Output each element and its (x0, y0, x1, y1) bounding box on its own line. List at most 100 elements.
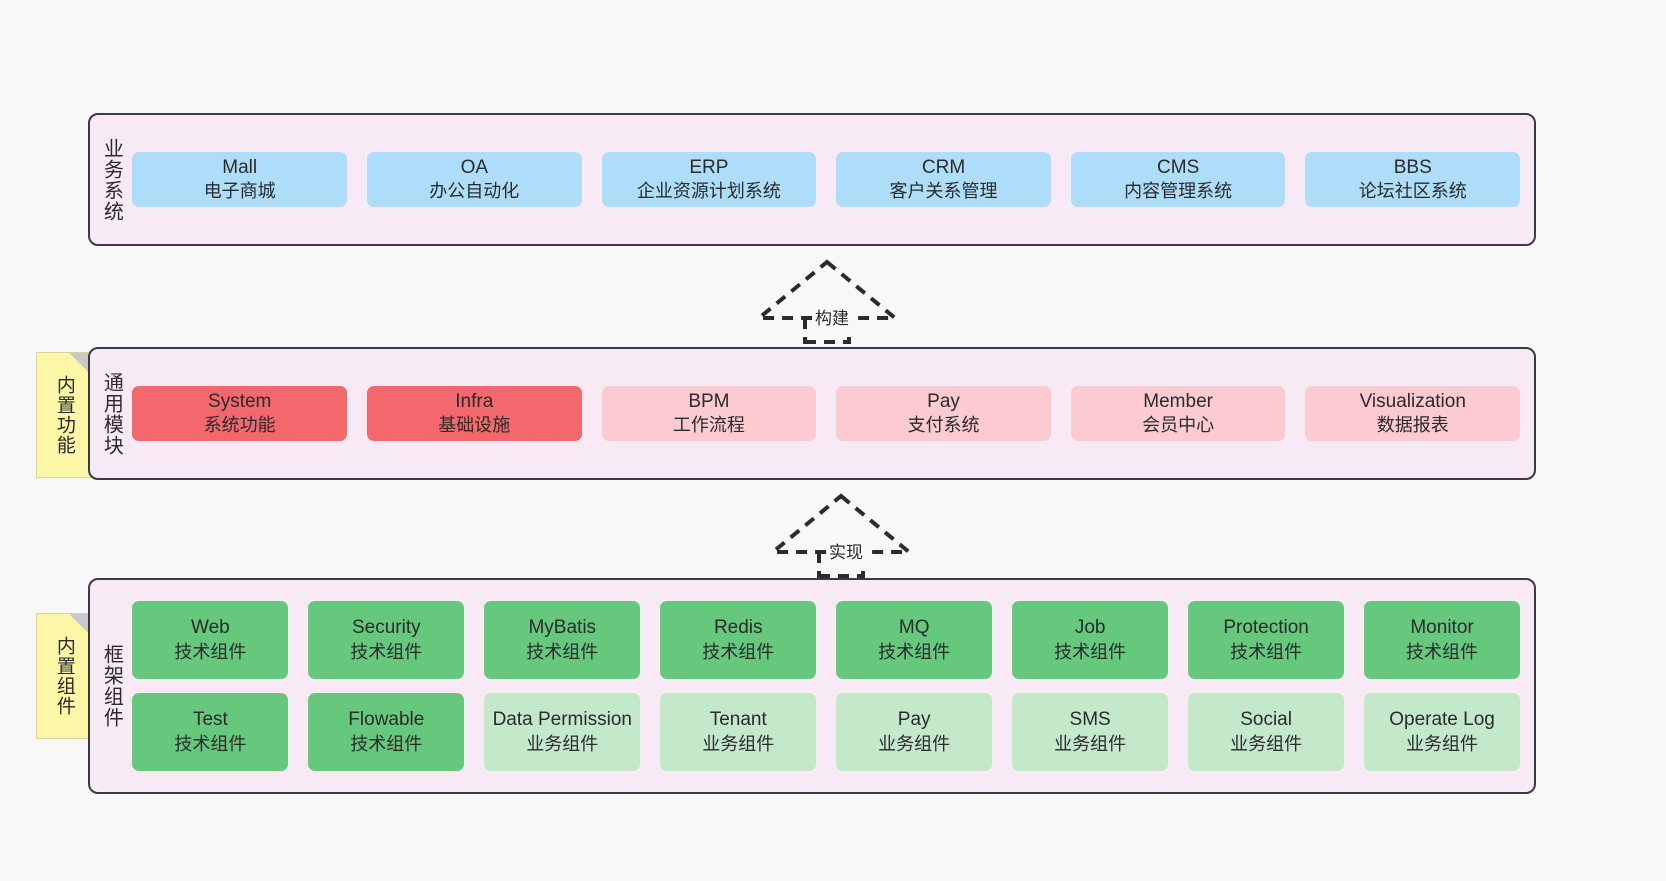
card-system[interactable]: System 系统功能 (132, 385, 347, 442)
card-social[interactable]: Social 业务组件 (1188, 693, 1345, 771)
card-oa[interactable]: OA 办公自动化 (367, 151, 582, 208)
card-subtitle: 业务组件 (1406, 733, 1479, 754)
card-subtitle: 技术组件 (174, 733, 247, 754)
card-subtitle: 企业资源计划系统 (636, 181, 781, 202)
layer-caption-business-system: 业务系统 (100, 137, 123, 222)
card-operate-log[interactable]: Operate Log 业务组件 (1364, 693, 1521, 771)
card-title: Job (1074, 617, 1106, 639)
card-title: Security (352, 617, 421, 639)
card-subtitle: 技术组件 (1054, 641, 1127, 662)
card-subtitle: 基础设施 (438, 415, 511, 436)
card-subtitle: 数据报表 (1376, 415, 1449, 436)
layer-caption-framework-component: 框架组件 (100, 644, 123, 728)
card-member[interactable]: Member 会员中心 (1070, 385, 1286, 442)
card-subtitle: 业务组件 (1230, 733, 1303, 754)
card-subtitle: 技术组件 (878, 641, 951, 662)
card-mall[interactable]: Mall 电子商城 (132, 151, 347, 208)
card-pay[interactable]: Pay 支付系统 (836, 385, 1051, 442)
card-protection[interactable]: Protection 技术组件 (1188, 601, 1345, 679)
card-title: Pay (897, 709, 931, 731)
card-subtitle: 技术组件 (350, 641, 423, 662)
layer-body-framework-component: Web 技术组件 Security 技术组件 MyBatis 技术组件 Redi… (128, 580, 1534, 792)
connector-build-label: 构建 (813, 304, 851, 329)
card-web[interactable]: Web 技术组件 (132, 601, 289, 679)
layer-common-module: 通用模块 System 系统功能 Infra 基础设施 BPM 工作流程 Pay… (88, 347, 1536, 480)
card-subtitle: 技术组件 (1230, 641, 1303, 662)
folded-corner-icon (69, 614, 91, 636)
card-subtitle: 支付系统 (907, 415, 980, 436)
card-title: Web (191, 617, 230, 639)
card-subtitle: 客户关系管理 (889, 181, 998, 202)
card-subtitle: 技术组件 (702, 641, 775, 662)
card-title: SMS (1069, 709, 1111, 731)
card-title: BBS (1393, 156, 1432, 178)
layer-caption-common-module: 通用模块 (100, 371, 123, 456)
card-title: MyBatis (528, 617, 597, 639)
card-subtitle: 技术组件 (174, 641, 247, 662)
card-cms[interactable]: CMS 内容管理系统 (1070, 151, 1286, 208)
card-subtitle: 业务组件 (702, 733, 775, 754)
card-redis[interactable]: Redis 技术组件 (660, 601, 817, 679)
card-title: Visualization (1359, 390, 1466, 412)
card-tenant[interactable]: Tenant 业务组件 (660, 693, 817, 771)
connector-build: 构建 (753, 258, 901, 344)
card-title: Test (192, 709, 228, 731)
card-row: System 系统功能 Infra 基础设施 BPM 工作流程 Pay 支付系统… (132, 385, 1521, 442)
layer-body-business-system: Mall 电子商城 OA 办公自动化 ERP 企业资源计划系统 CRM 客户关系… (128, 115, 1534, 244)
card-bbs[interactable]: BBS 论坛社区系统 (1305, 151, 1521, 208)
card-title: MQ (898, 617, 930, 639)
sticky-note-label: 内置组件 (53, 636, 75, 716)
card-subtitle: 业务组件 (526, 733, 599, 754)
card-bpm[interactable]: BPM 工作流程 (601, 385, 817, 442)
card-title: Member (1143, 390, 1213, 412)
sticky-note-builtin-functions: 内置功能 (36, 352, 92, 478)
card-pay-business[interactable]: Pay 业务组件 (836, 693, 993, 771)
connector-build-arrow (753, 259, 901, 344)
card-flowable[interactable]: Flowable 技术组件 (308, 693, 465, 771)
card-row: Test 技术组件 Flowable 技术组件 Data Permission … (132, 693, 1521, 771)
card-title: OA (460, 156, 489, 178)
connector-implement-label: 实现 (827, 538, 865, 563)
card-subtitle: 业务组件 (878, 733, 951, 754)
card-data-permission[interactable]: Data Permission 业务组件 (484, 693, 641, 771)
folded-corner-icon (69, 353, 91, 375)
card-title: Redis (713, 617, 763, 639)
card-title: Protection (1223, 617, 1309, 639)
card-title: ERP (689, 156, 729, 178)
layer-body-common-module: System 系统功能 Infra 基础设施 BPM 工作流程 Pay 支付系统… (128, 349, 1534, 478)
card-title: Social (1240, 709, 1292, 731)
card-title: CMS (1157, 156, 1200, 178)
card-monitor[interactable]: Monitor 技术组件 (1364, 601, 1521, 679)
card-title: CRM (921, 156, 966, 178)
card-subtitle: 技术组件 (1406, 641, 1479, 662)
card-subtitle: 系统功能 (203, 415, 276, 436)
card-subtitle: 会员中心 (1142, 415, 1215, 436)
card-subtitle: 技术组件 (350, 733, 423, 754)
card-mq[interactable]: MQ 技术组件 (836, 601, 993, 679)
card-subtitle: 办公自动化 (429, 181, 520, 202)
card-subtitle: 业务组件 (1054, 733, 1127, 754)
card-erp[interactable]: ERP 企业资源计划系统 (601, 151, 817, 208)
connector-implement: 实现 (767, 492, 915, 578)
card-subtitle: 工作流程 (672, 415, 745, 436)
card-title: Mall (222, 156, 258, 178)
card-title: Flowable (348, 709, 425, 731)
card-title: Infra (455, 390, 494, 412)
card-title: Operate Log (1389, 709, 1495, 731)
card-test[interactable]: Test 技术组件 (132, 693, 289, 771)
card-title: Pay (927, 390, 960, 412)
card-infra[interactable]: Infra 基础设施 (367, 385, 582, 442)
card-subtitle: 技术组件 (526, 641, 599, 662)
sticky-note-builtin-components: 内置组件 (36, 613, 92, 739)
card-visualization[interactable]: Visualization 数据报表 (1305, 385, 1521, 442)
layer-business-system: 业务系统 Mall 电子商城 OA 办公自动化 ERP 企业资源计划系统 CRM… (88, 113, 1536, 246)
card-title: Tenant (709, 709, 767, 731)
card-security[interactable]: Security 技术组件 (308, 601, 465, 679)
card-job[interactable]: Job 技术组件 (1012, 601, 1169, 679)
sticky-note-label: 内置功能 (53, 375, 75, 455)
card-sms[interactable]: SMS 业务组件 (1012, 693, 1169, 771)
card-crm[interactable]: CRM 客户关系管理 (836, 151, 1051, 208)
card-mybatis[interactable]: MyBatis 技术组件 (484, 601, 641, 679)
card-title: System (208, 390, 272, 412)
card-title: BPM (688, 390, 730, 412)
